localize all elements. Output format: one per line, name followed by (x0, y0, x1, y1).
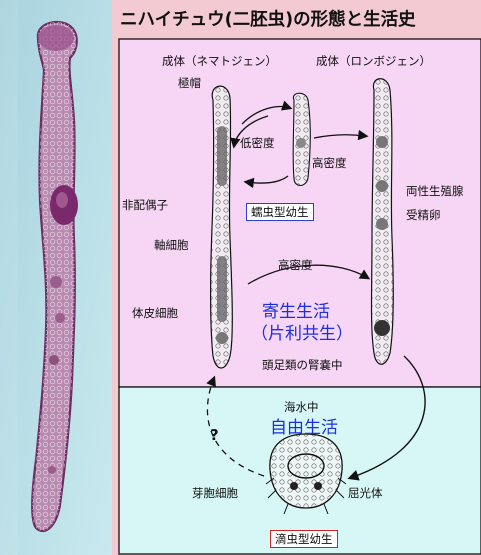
label-refringent-body: 屈光体 (348, 486, 383, 500)
label-adult-rhombogen: 成体（ロンボジェン） (316, 54, 431, 68)
diagram-canvas (118, 38, 481, 555)
label-parasitic-life: 寄生生活 (262, 302, 330, 322)
label-vermiform-larva: 蠕虫型幼生 (246, 203, 314, 221)
label-free-living: 自由生活 (270, 418, 338, 438)
label-peripheral-cell: 体皮細胞 (132, 306, 178, 320)
label-calotte: 極帽 (178, 76, 201, 90)
rhombogen-figure (372, 79, 394, 365)
label-infusoriform-larva: 滴虫型幼生 (270, 530, 338, 548)
page-title: ニハイチュウ(二胚虫)の形態と生活史 (120, 6, 481, 34)
life-cycle-diagram: 成体（ネマトジェン） 成体（ロンボジェン） 極帽 低密度 高密度 両性生殖腺 受… (118, 38, 481, 555)
nematogen-figure (211, 86, 233, 368)
label-in-seawater: 海水中 (284, 400, 319, 414)
label-germinal-cell: 芽胞細胞 (192, 486, 238, 500)
label-renal-sac: 頭足類の腎嚢中 (262, 358, 343, 372)
label-adult-nematogen: 成体（ネマトジェン） (162, 54, 277, 68)
label-low-density: 低密度 (240, 136, 275, 150)
label-fertilized-egg: 受精卵 (406, 208, 441, 222)
label-non-gamete: 非配偶子 (122, 198, 168, 212)
label-question: ? (210, 428, 219, 442)
dicyemid-micrograph (0, 0, 112, 555)
label-high-density-1: 高密度 (312, 156, 347, 170)
label-high-density-2: 高密度 (278, 258, 313, 272)
label-commensalism: （片利共生） (251, 324, 353, 344)
label-axial-cell: 軸細胞 (154, 238, 189, 252)
label-hermaphroditic-gonad: 両性生殖腺 (406, 184, 464, 198)
vermiform-larva-figure (293, 93, 310, 185)
